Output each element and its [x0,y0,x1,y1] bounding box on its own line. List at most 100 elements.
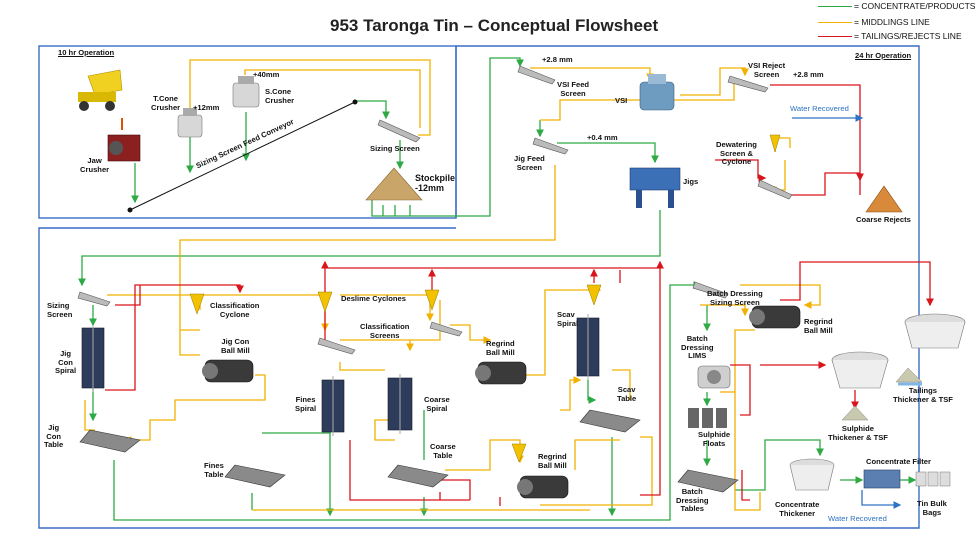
jig-con-table-label: Jig Con Table [44,423,64,450]
concentrate-filter-icon [863,469,901,489]
regrind-ball-mill-1-label: Regrind Ball Mill [486,339,515,357]
legend-label-tailings: = TAILINGS/REJECTS LINE [854,31,962,41]
dewatering-label: Dewatering Screen & Cyclone [716,140,757,167]
sizing-screen-left-label: Sizing Screen [47,301,73,319]
legend-label-concentrate: = CONCENTRATE/PRODUCTS LINE [854,1,977,11]
deslime-cyclone-2-icon [424,289,440,311]
dump-truck-icon [78,69,123,111]
jig-con-spiral-label: Jig Con Spiral [55,349,77,376]
tailings-tsf-pile-icon [895,367,923,383]
jigs-label: Jigs [683,177,699,186]
scav-spiral-label: Scav Spiral [557,310,579,328]
conveyor-tail-pulley [127,207,133,213]
vsi-reject-screen-icon [727,75,769,93]
sizing-screen-icon [377,119,421,143]
water-recovered-label-2: Water Recovered [828,514,887,523]
regrind-ball-mill-2-icon [517,475,569,499]
concentrate-filter-label: Concentrate Filter [866,457,931,466]
scav-spiral-icon [576,314,600,380]
scav-cyclone-icon [586,284,602,306]
conveyor-head-pulley [352,99,358,105]
coarse-table-label: Coarse Table [430,442,456,460]
vsi-feed-screen-label: VSI Feed Screen [557,80,590,98]
jig-con-ball-mill-label: Jig Con Ball Mill [221,337,250,355]
legend-swatch-yellow [818,22,852,24]
page-title: 953 Taronga Tin – Conceptual Flowsheet [330,16,659,35]
jigs-icon [629,167,681,208]
plus-12mm-label: +12mm [193,103,220,112]
vsi-label: VSI [615,96,628,105]
fines-table-label: Fines Table [204,461,224,479]
fines-spiral-label: Fines Spiral [295,395,317,413]
coarse-table-icon [387,464,449,488]
batch-dressing-tables-label: Batch Dressing Tables [676,487,709,514]
legend-tailings: = TAILINGS/REJECTS LINE [818,31,962,41]
s-cone-crusher-icon [232,76,260,108]
vsi-crusher-icon [639,74,675,111]
legend-label-middlings: = MIDDLINGS LINE [854,17,930,27]
vsi-feed-screen-icon [517,65,556,85]
legend-middlings: = MIDDLINGS LINE [818,17,930,27]
jig-con-ball-mill-icon [202,359,254,383]
water-recovered-label-1: Water Recovered [790,104,849,113]
batch-lims-icon [697,365,731,389]
regrind-ball-mill-2-label: Regrind Ball Mill [538,452,567,470]
sulphide-floats-label: Sulphide Floats [698,430,731,448]
classification-cyclone-icon [189,293,205,315]
sulphide-thickener-icon [831,351,889,389]
concentrate-thickener-icon [789,458,835,491]
fines-spiral-icon [321,376,345,436]
sulphide-floats-icon [688,408,727,428]
concentrate-thickener-label: Concentrate Thickener [775,500,820,518]
sizing-screen-feed-conveyor [129,101,356,211]
concentrate-lines [78,57,917,521]
regrind-ball-mill-3-label: Regrind Ball Mill [804,317,833,335]
t-cone-crusher-icon [177,108,203,138]
twenty-four-hr-section-label: 24 hr Operation [855,51,912,60]
batch-sizing-screen-label: Batch Dressing Sizing Screen [707,289,763,307]
stockpile-label: Stockpile -12mm [415,173,456,194]
dewatering-screen-icon [757,179,793,200]
classification-screen-1-icon [317,337,356,355]
scav-table-label: Scav Table [617,385,637,403]
plus-2-8mm-label-a: +2.8 mm [542,55,573,64]
regrind-ball-mill-1-icon [475,361,527,385]
legend-swatch-red [818,36,852,38]
plus-40mm-label: +40mm [253,70,280,79]
sizing-screen-top-label: Sizing Screen [370,144,420,153]
classification-screens-label: Classification Screens [360,322,410,340]
batch-sizing-screen-icon [692,281,729,299]
classification-cyclone-label: Classification Cyclone [210,301,260,319]
vsi-reject-screen-label: VSI Reject Screen [748,61,786,79]
jig-con-table-icon [79,429,141,453]
t-cone-crusher-label: T.Cone Crusher [151,94,181,112]
fines-table-icon [224,464,286,488]
batch-dressing-tables-icon [677,469,739,493]
s-cone-crusher-label: S.Cone Crusher [265,87,295,105]
twenty-four-hr-section-box [38,45,920,529]
coarse-spiral-icon [387,374,413,434]
plus-2-8mm-label-b: +2.8 mm [793,70,824,79]
dewatering-cyclone-icon [769,134,781,153]
jig-feed-screen-icon [532,137,569,155]
jaw-crusher-label: Jaw Crusher [80,156,110,174]
sizing-screen-left-icon [77,291,111,307]
legend-concentrate: = CONCENTRATE/PRODUCTS LINE [818,1,977,11]
deslime-cyclone-1-icon [317,291,333,313]
batch-lims-label: Batch Dressing LIMS [681,334,714,361]
tailings-thickener-label: Tailings Thickener & TSF [893,386,953,404]
deslime-cyclones-label: Deslime Cyclones [341,294,406,303]
tin-bulk-bags-label: Tin Bulk Bags [917,499,947,517]
sulphide-thickener-label: Sulphide Thickener & TSF [828,424,888,442]
jig-con-spiral-icon [81,326,105,392]
regrind-ball-mill-3-icon [749,305,801,329]
tin-bulk-bags-icon [915,471,951,487]
legend-swatch-green [818,6,852,8]
coarse-rejects-label: Coarse Rejects [856,215,911,224]
water-recovered-arrow-2 [861,490,902,509]
scav-table-icon [579,409,641,433]
ten-hr-section-label: 10 hr Operation [58,48,115,57]
tailings-thickener-icon [904,313,966,349]
plus-0-4mm-label: +0.4 mm [587,133,618,142]
